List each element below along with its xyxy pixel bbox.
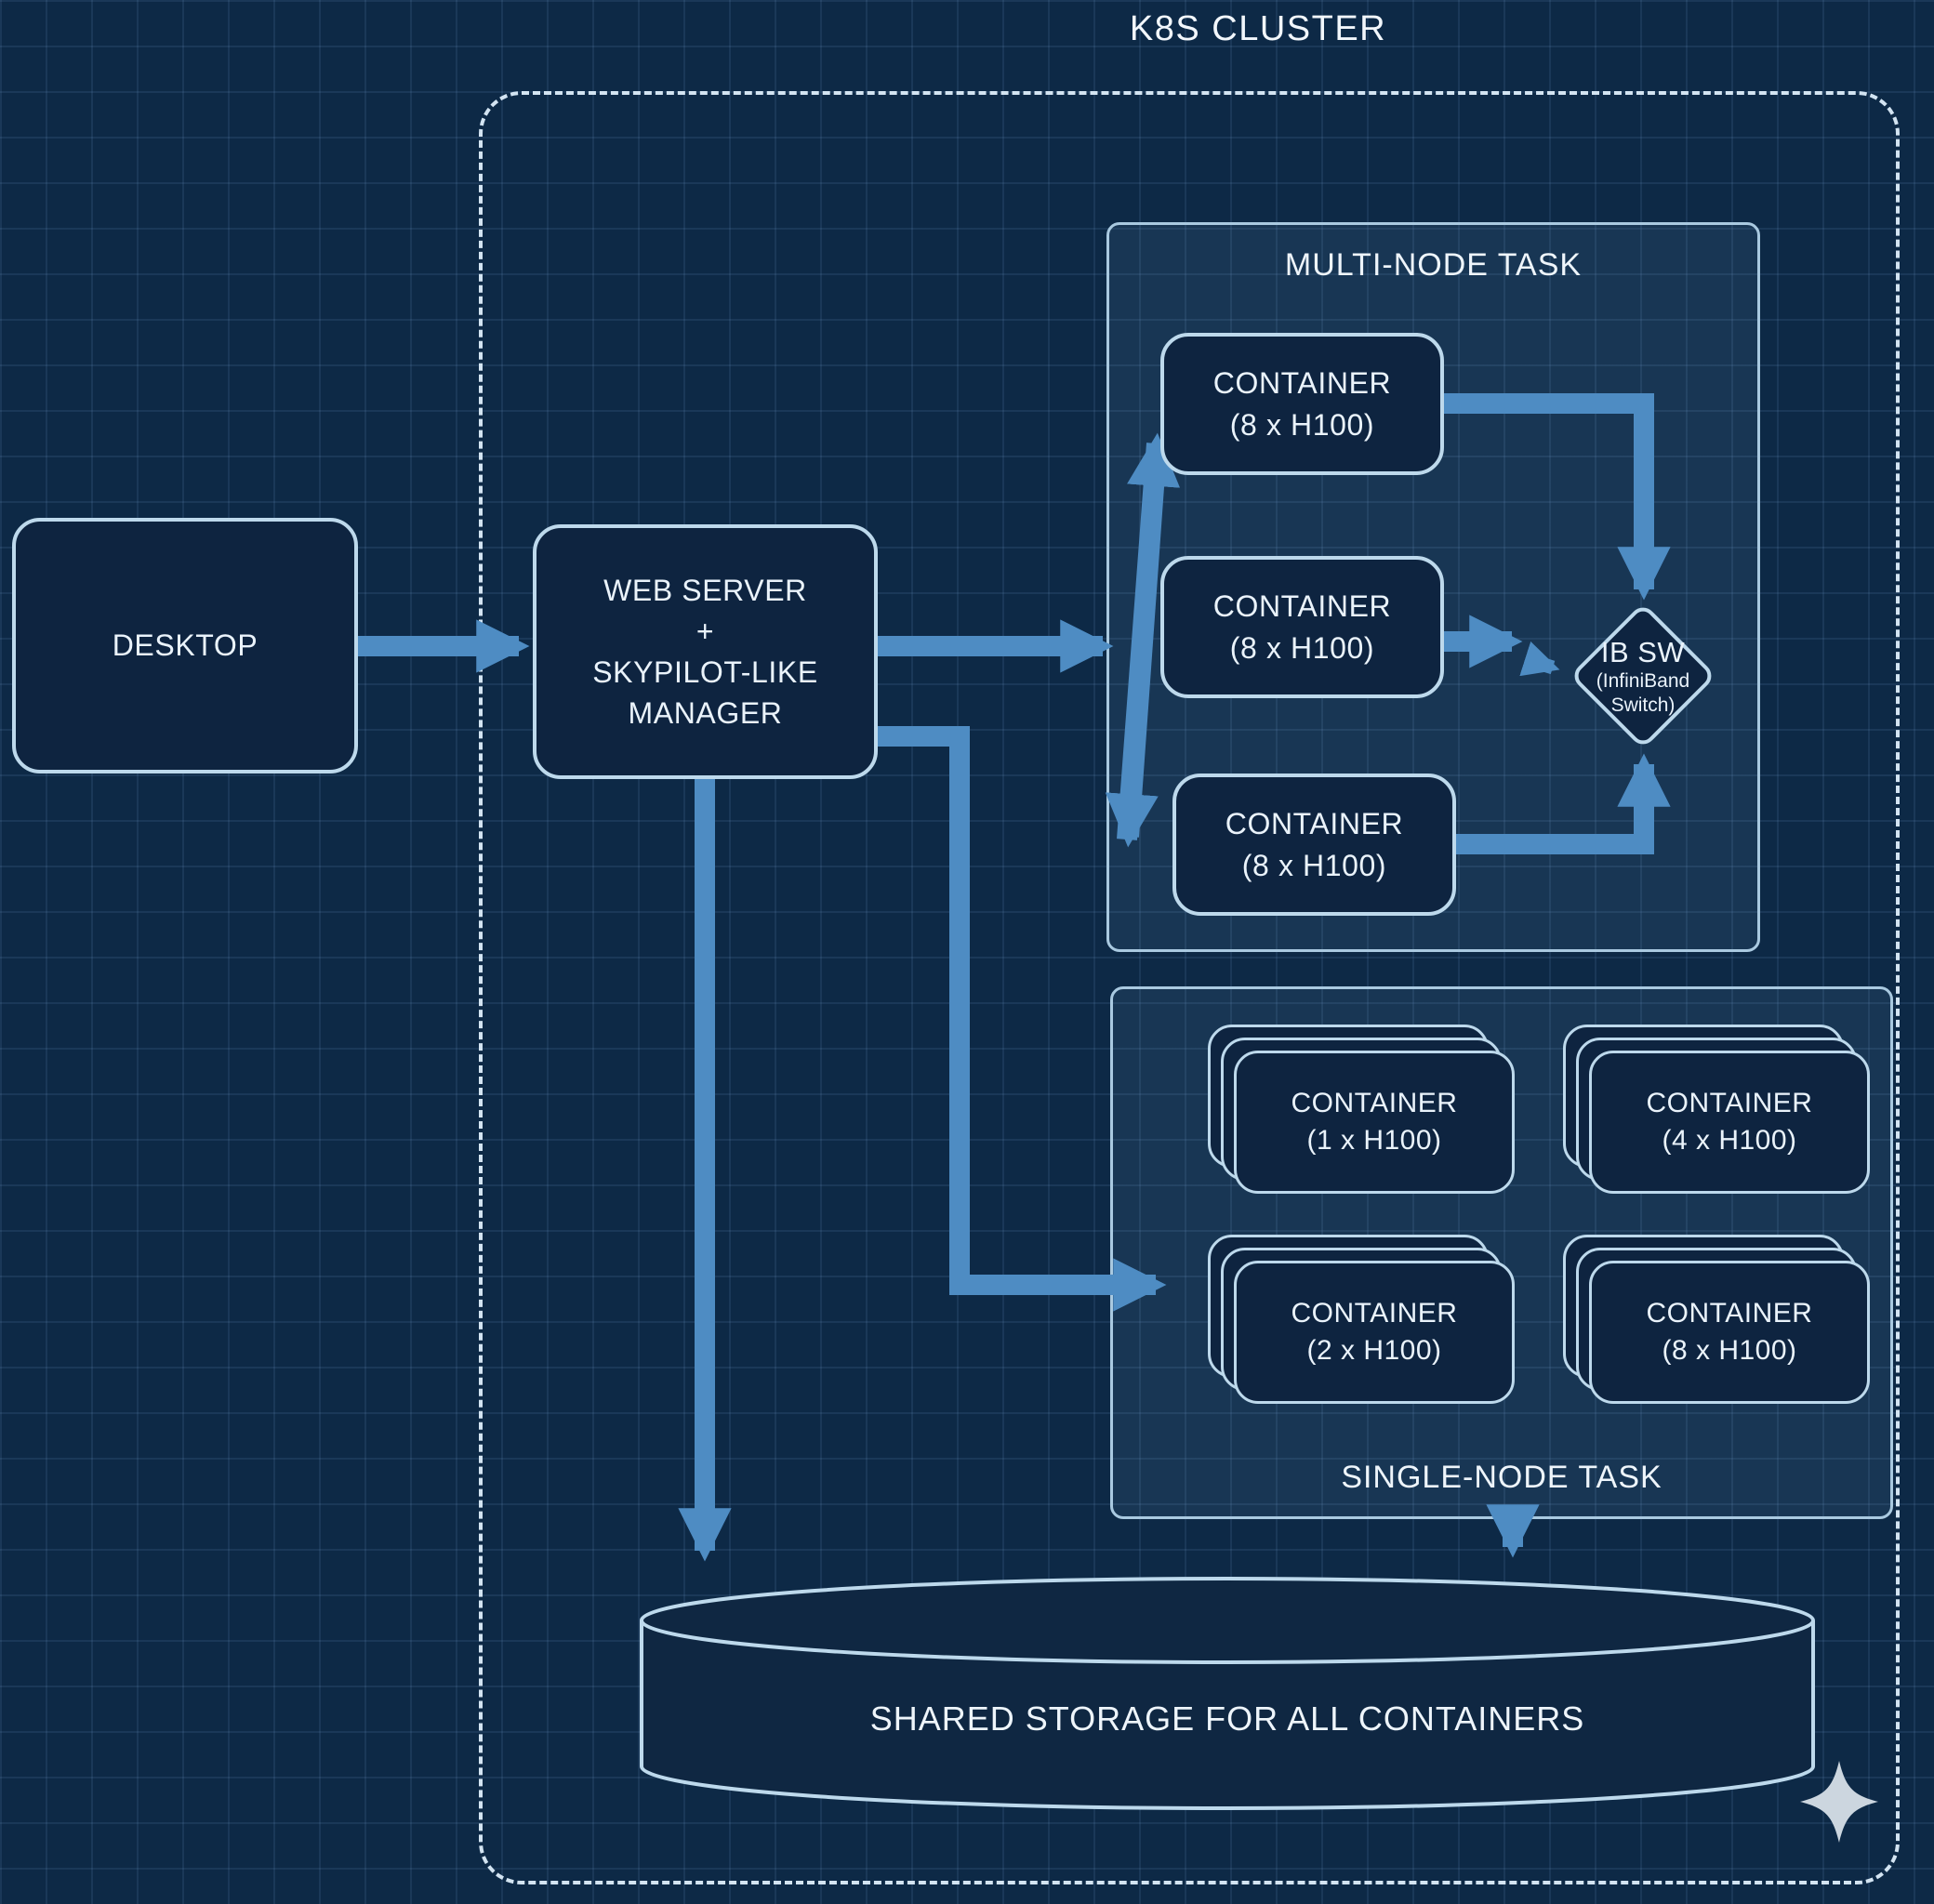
- stack-front-card: CONTAINER (4 x H100): [1589, 1051, 1870, 1194]
- manager-line-2: +: [695, 614, 715, 648]
- single-container-3-name: CONTAINER: [1291, 1297, 1458, 1329]
- manager-line-1: WEB SERVER: [603, 573, 807, 607]
- multi-container-1-name: CONTAINER: [1212, 366, 1392, 401]
- shared-storage-cylinder: [640, 1577, 1815, 1810]
- single-stack-2xh100: CONTAINER (2 x H100): [1208, 1235, 1515, 1404]
- single-container-4-gpus: (8 x H100): [1662, 1335, 1797, 1366]
- single-stack-8xh100: CONTAINER (8 x H100): [1563, 1235, 1870, 1404]
- single-container-2-gpus: (4 x H100): [1662, 1125, 1797, 1156]
- sparkle-icon: [1800, 1761, 1878, 1843]
- single-stack-4xh100: CONTAINER (4 x H100): [1563, 1025, 1870, 1194]
- single-container-3-gpus: (2 x H100): [1306, 1335, 1442, 1366]
- web-server-manager-node: WEB SERVER + SKYPILOT-LIKE MANAGER: [533, 524, 878, 779]
- arrow-container2-to-ibsw-tip: [1519, 641, 1560, 677]
- multi-container-2-name: CONTAINER: [1212, 589, 1392, 624]
- single-container-4-name: CONTAINER: [1646, 1297, 1813, 1329]
- stack-front-card: CONTAINER (1 x H100): [1234, 1051, 1515, 1194]
- arrow-manager-to-singlenode: [878, 726, 1167, 1312]
- shared-storage-label: SHARED STORAGE FOR ALL CONTAINERS: [869, 1699, 1585, 1738]
- multi-container-3-gpus: (8 x H100): [1241, 848, 1387, 882]
- multi-container-1-gpus: (8 x H100): [1229, 407, 1375, 442]
- desktop-label: DESKTOP: [112, 628, 258, 663]
- multi-container-2-gpus: (8 x H100): [1229, 630, 1375, 665]
- single-container-2-name: CONTAINER: [1646, 1087, 1813, 1118]
- multi-container-2: CONTAINER (8 x H100): [1160, 556, 1444, 698]
- single-container-1-gpus: (1 x H100): [1306, 1125, 1442, 1156]
- ib-sw-sub1: (InfiniBand: [1596, 670, 1690, 693]
- multi-container-3-name: CONTAINER: [1225, 807, 1404, 841]
- k8s-cluster-boundary: [479, 91, 1900, 1884]
- arrow-container3-to-ibsw: [1456, 753, 1671, 854]
- multi-node-task-label: MULTI-NODE TASK: [1284, 247, 1583, 283]
- arrow-fanout-down: [1105, 447, 1167, 848]
- manager-line-4: MANAGER: [628, 696, 783, 731]
- multi-container-3: CONTAINER (8 x H100): [1172, 774, 1456, 916]
- single-node-task-label: SINGLE-NODE TASK: [1341, 1460, 1662, 1495]
- desktop-node: DESKTOP: [12, 518, 358, 774]
- k8s-cluster-title: K8S CLUSTER: [1129, 9, 1387, 48]
- stack-front-card: CONTAINER (8 x H100): [1589, 1261, 1870, 1404]
- infiniband-switch-label: IB SW (InfiniBand Switch): [1569, 628, 1717, 723]
- ib-sw-sub2: Switch): [1610, 694, 1676, 716]
- manager-line-3: SKYPILOT-LIKE: [592, 655, 818, 689]
- single-stack-1xh100: CONTAINER (1 x H100): [1208, 1025, 1515, 1194]
- cylinder-body: [640, 1620, 1815, 1810]
- ib-sw-title: IB SW: [1600, 636, 1686, 669]
- cylinder-top: [640, 1577, 1815, 1664]
- arrow-container1-to-ibsw: [1444, 393, 1671, 601]
- stack-front-card: CONTAINER (2 x H100): [1234, 1261, 1515, 1404]
- single-container-1-name: CONTAINER: [1291, 1087, 1458, 1118]
- multi-container-1: CONTAINER (8 x H100): [1160, 333, 1444, 475]
